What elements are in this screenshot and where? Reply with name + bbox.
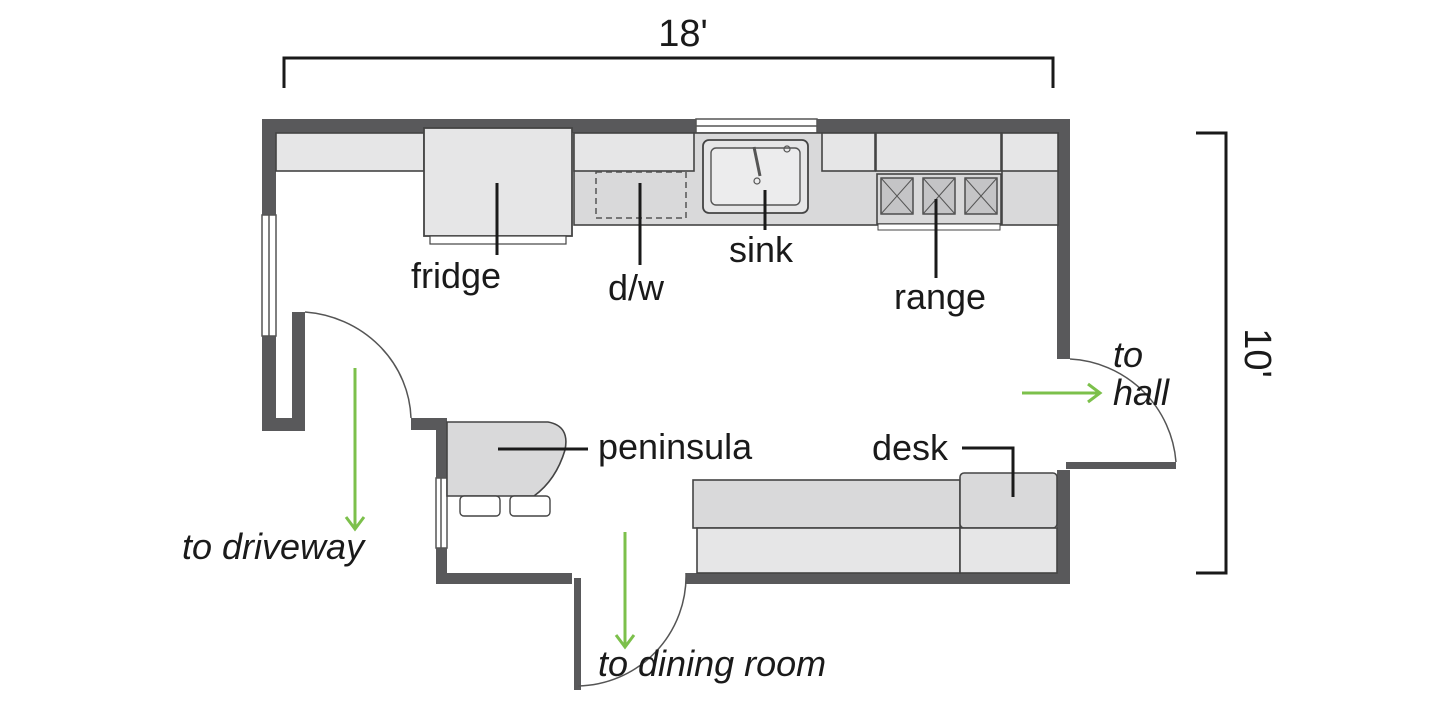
upper-cabinet-1 bbox=[573, 132, 695, 172]
stool-2 bbox=[509, 495, 551, 517]
to-driveway-label: to driveway bbox=[182, 526, 366, 567]
peninsula bbox=[446, 421, 567, 517]
peninsula-label: peninsula bbox=[598, 426, 753, 467]
width-dimension: 18' bbox=[282, 13, 1055, 88]
upper-cabinet-3 bbox=[1001, 132, 1059, 172]
range bbox=[876, 173, 1002, 231]
sink-label: sink bbox=[729, 229, 794, 270]
height-dimension: 10' bbox=[1196, 131, 1278, 575]
upper-cabinet-left bbox=[275, 132, 425, 172]
desk bbox=[959, 472, 1058, 529]
fridge-label: fridge bbox=[411, 255, 501, 296]
walls bbox=[262, 119, 1176, 690]
sink bbox=[702, 139, 809, 214]
arrow-to-driveway bbox=[344, 368, 366, 532]
window-left-bottom bbox=[435, 477, 448, 549]
desk-label: desk bbox=[872, 427, 949, 468]
range-hood bbox=[875, 132, 1002, 172]
stool-1 bbox=[459, 495, 501, 517]
height-dimension-label: 10' bbox=[1236, 328, 1278, 378]
door-swing-dining bbox=[577, 572, 687, 687]
to-hall-label-line2: hall bbox=[1113, 372, 1170, 413]
bottom-cabinet bbox=[696, 527, 961, 574]
upper-cabinet-2 bbox=[821, 132, 876, 172]
door-swing-driveway bbox=[304, 311, 412, 419]
desk-leader bbox=[962, 446, 1015, 497]
desk-cabinet bbox=[959, 527, 1058, 574]
dishwasher-label: d/w bbox=[608, 267, 665, 308]
range-label: range bbox=[894, 276, 986, 317]
width-dimension-label: 18' bbox=[658, 13, 708, 55]
arrow-to-dining bbox=[614, 532, 636, 650]
window-top bbox=[695, 118, 818, 134]
bottom-counter bbox=[692, 479, 961, 529]
door-swing-hall bbox=[1069, 358, 1177, 463]
window-left-top bbox=[261, 214, 277, 337]
to-hall-label-line1: to bbox=[1113, 334, 1143, 375]
arrow-to-hall bbox=[1022, 382, 1103, 404]
to-dining-room-label: to dining room bbox=[598, 643, 826, 684]
